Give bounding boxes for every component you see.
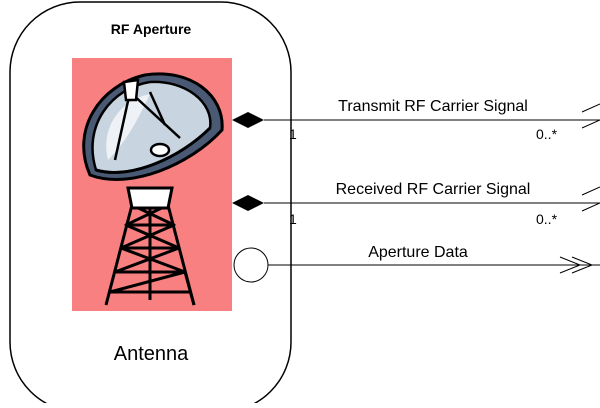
circle-port [233, 247, 269, 283]
target-multiplicity: 0..* [536, 211, 558, 227]
connection-aperture-data[interactable]: Aperture Data [233, 244, 600, 283]
target-multiplicity: 0..* [536, 126, 558, 142]
component-node[interactable]: RF Aperture [9, 1, 292, 408]
open-arrow-end [581, 103, 600, 129]
filled-diamond-end [232, 112, 264, 128]
connection-label: Received RF Carrier Signal [336, 181, 531, 198]
component-title: RF Aperture [111, 21, 192, 37]
source-multiplicity: 1 [289, 211, 297, 227]
component-name: Antenna [114, 343, 189, 365]
connection-label: Aperture Data [368, 244, 468, 261]
connection-transmit[interactable]: Transmit RF Carrier Signal 1 0..* [232, 98, 600, 142]
filled-diamond-end [232, 195, 264, 211]
connection-received[interactable]: Received RF Carrier Signal 1 0..* [232, 181, 600, 227]
open-arrow-end [581, 186, 600, 212]
connection-label: Transmit RF Carrier Signal [338, 98, 528, 115]
source-multiplicity: 1 [289, 126, 297, 142]
radar-dish-antenna-icon [82, 72, 224, 306]
double-open-arrow-end [559, 256, 594, 274]
